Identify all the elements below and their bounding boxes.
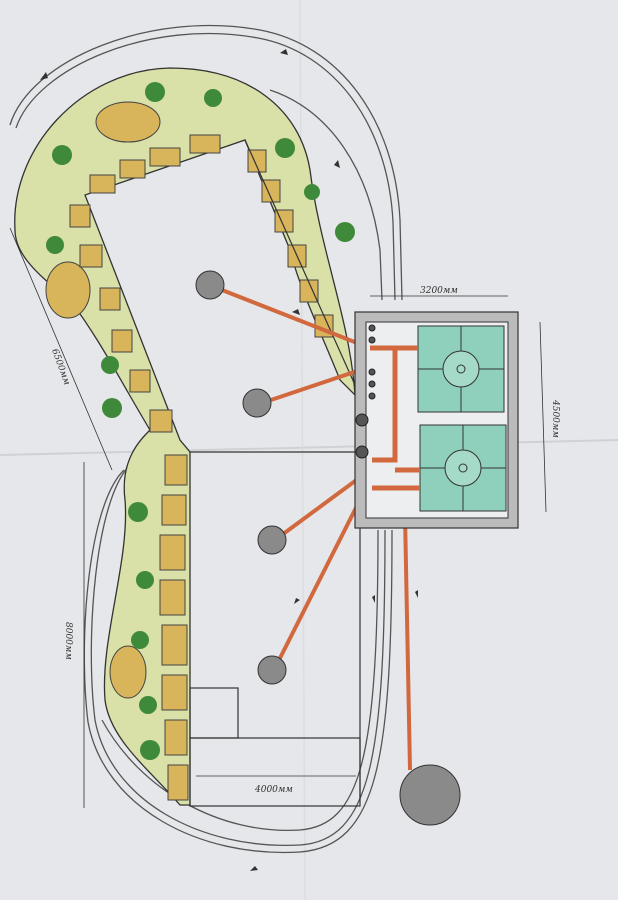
paper-fold [299,0,306,900]
drainage-wells [195,270,461,826]
dimension-lines [9,227,547,808]
dimension-label-width: 3200мм [420,286,458,296]
pipes [221,288,412,771]
dimension-label-lower-bed: 8000мм [63,622,73,660]
hose-lines [9,24,403,854]
pump-room [354,311,519,529]
filter-tank [419,424,507,512]
paper-fold [0,439,618,456]
flow-arrows [40,49,418,871]
filter-tank [417,325,505,413]
house-outline [189,139,361,807]
plants [46,82,355,760]
dimension-label-terrace: 4000мм [254,785,293,795]
dimension-label-height: 4500мм [550,399,560,438]
dimension-label-upper-bed: 6500мм [49,348,71,387]
